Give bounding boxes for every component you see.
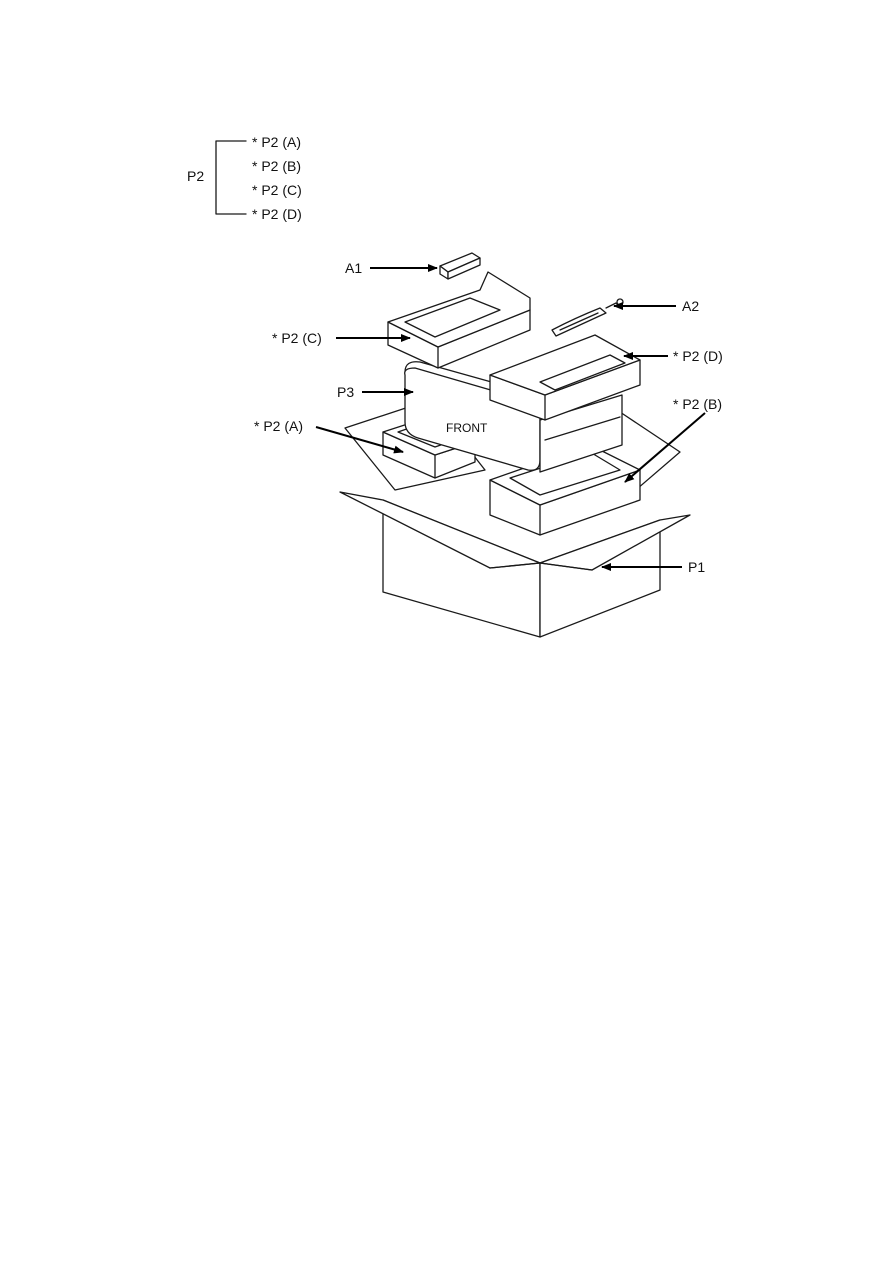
p2-legend: P2 * P2 (A) * P2 (B) * P2 (C) * P2 (D) (187, 134, 302, 222)
callout-p2b: * P2 (B) (673, 396, 722, 412)
callout-a1: A1 (345, 260, 362, 276)
callout-p2d: * P2 (D) (673, 348, 723, 364)
callout-p1: P1 (688, 559, 705, 575)
legend-item-p2d: * P2 (D) (252, 206, 302, 222)
legend-group-label: P2 (187, 168, 204, 184)
accessory-a2 (551, 298, 624, 337)
arrow-p2b (624, 412, 706, 483)
legend-item-p2b: * P2 (B) (252, 158, 301, 174)
callout-a2: A2 (682, 298, 699, 314)
callout-labels: A1 A2 * P2 (C) * P2 (D) P3 * P2 (A) * P2… (254, 260, 723, 575)
callout-p3: P3 (337, 384, 354, 400)
callout-p2c: * P2 (C) (272, 330, 322, 346)
arrow-p2a (315, 426, 404, 454)
legend-bracket (215, 140, 247, 215)
front-label: FRONT (446, 421, 488, 435)
foam-p2-c (387, 271, 531, 369)
callout-arrows (315, 264, 706, 571)
accessory-a1 (439, 252, 481, 280)
foam-p2-d (489, 334, 641, 421)
callout-p2a: * P2 (A) (254, 418, 303, 434)
legend-item-p2c: * P2 (C) (252, 182, 302, 198)
legend-item-p2a: * P2 (A) (252, 134, 301, 150)
